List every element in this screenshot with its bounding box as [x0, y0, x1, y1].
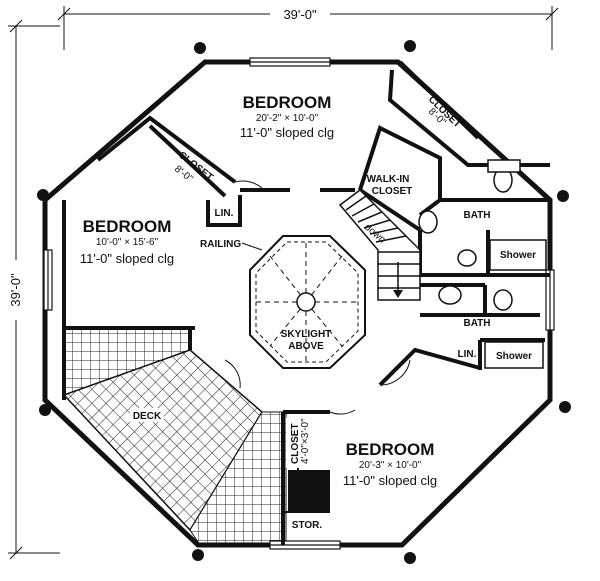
bedroom-left-name: BEDROOM: [83, 217, 172, 236]
bedroom-top: BEDROOM 20'-2" × 10'-0" 11'-0" sloped cl…: [240, 93, 334, 140]
closet-bottom-label: CLOSET: [290, 423, 301, 464]
bedroom-top-name: BEDROOM: [243, 93, 332, 112]
bath-upper-label: BATH: [463, 210, 490, 221]
deck-label: DECK: [133, 411, 162, 422]
tub-upper: [489, 239, 547, 271]
bedroom-bottom: BEDROOM 20'-3" × 10'-0" 11'-0" sloped cl…: [343, 440, 437, 488]
bedroom-left: BEDROOM 10'-0" × 15'-6" 11'-0" sloped cl…: [80, 217, 174, 266]
bedroom-bottom-ceiling: 11'-0" sloped clg: [343, 473, 437, 488]
shower-upper-label: Shower: [500, 250, 536, 261]
door-swings: [224, 180, 411, 415]
down-arrowhead: [393, 290, 403, 298]
skylight-label-1: SKYLIGHT: [281, 329, 332, 340]
sink-lower: [438, 285, 462, 305]
railing-label: RAILING: [200, 239, 241, 250]
walk-in-label-1: WALK-IN: [367, 174, 410, 185]
closet-bottom-storage-block: [288, 470, 330, 512]
stair: [338, 189, 421, 301]
stor-label: STOR.: [292, 520, 323, 531]
windows: [43, 57, 555, 550]
deck-label-bg: [130, 408, 164, 422]
tub-lower: [484, 341, 544, 369]
bath-lower-label: BATH: [463, 318, 490, 329]
corner-posts: [37, 40, 571, 564]
bath-fixtures: [418, 159, 547, 369]
bedroom-bottom-name: BEDROOM: [346, 440, 435, 459]
closet-bottom-label-bg: [286, 418, 308, 468]
bedroom-left-ceiling: 11'-0" sloped clg: [80, 251, 174, 266]
skylight-label-2: ABOVE: [288, 341, 324, 352]
walk-in-label-2: CLOSET: [372, 186, 413, 197]
bedroom-top-ceiling: 11'-0" sloped clg: [240, 125, 334, 140]
lin-bottom-label: LIN.: [458, 349, 477, 360]
bedroom-bottom-dims: 20'-3" × 10'-0": [359, 460, 422, 471]
skylight-railing: [249, 235, 366, 369]
lin-top-label: LIN.: [215, 208, 234, 219]
top-dimension-label: 39'-0": [283, 7, 317, 22]
side-dimension-label: 39'-0": [8, 273, 23, 307]
side-dimension-label-bg: [6, 260, 26, 320]
skylight-center: [296, 292, 316, 312]
shower-lower-label: Shower: [496, 351, 532, 362]
bedroom-left-dims: 10'-0" × 15'-6": [96, 237, 159, 248]
toilet-lower: [493, 289, 513, 311]
interior-walls: [62, 60, 550, 545]
toilet-walkin: [418, 210, 438, 234]
closet-bottom-size: 4'-0"×3'-0": [300, 418, 311, 464]
sink-upper: [457, 249, 477, 267]
top-dimension-label-bg: [270, 5, 330, 23]
railing-pointer: [241, 242, 263, 251]
bedroom-top-dims: 20'-2" × 10'-0": [256, 113, 319, 124]
